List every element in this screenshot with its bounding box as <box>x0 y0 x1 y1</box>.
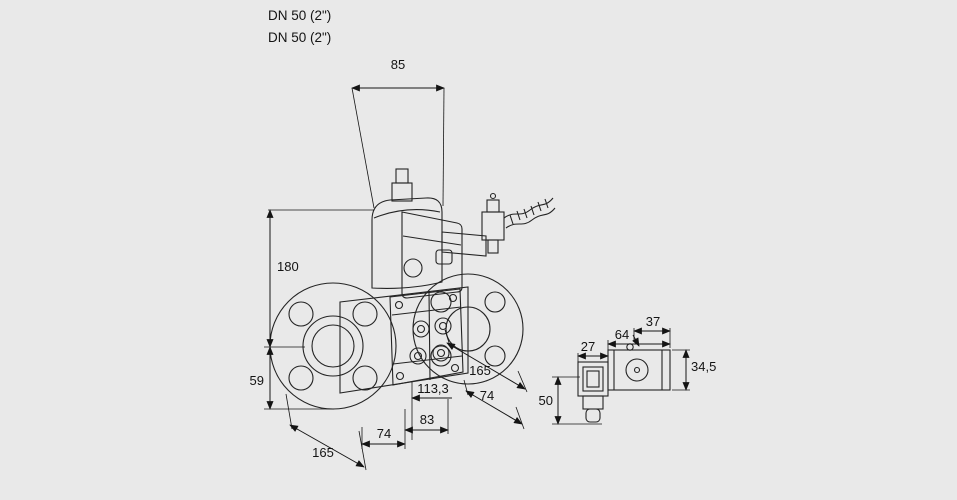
dimension-83: 83 <box>404 399 449 434</box>
dimension-64: 64 <box>607 327 671 350</box>
main-valve-view <box>269 168 556 410</box>
dim-64-label: 64 <box>615 327 629 342</box>
dim-85-label: 85 <box>391 57 405 72</box>
dimension-59: 59 <box>250 346 334 410</box>
dim-50-label: 50 <box>539 393 553 408</box>
dimension-165-left: 165 <box>285 393 367 471</box>
dim-180-label: 180 <box>277 259 299 274</box>
dim-27-label: 27 <box>581 339 595 354</box>
dim-74-left-label: 74 <box>377 426 391 441</box>
dim-59-label: 59 <box>250 373 264 388</box>
actuator <box>371 168 463 299</box>
dimension-165-right: 165 <box>444 329 528 393</box>
dimension-37: 37 <box>633 314 671 348</box>
dimension-27: 27 <box>577 339 609 362</box>
dim-165-left-label: 165 <box>312 445 334 460</box>
dimension-180: 180 <box>264 209 374 348</box>
solenoid-connector <box>441 192 505 257</box>
dim-34-5-label: 34,5 <box>691 359 716 374</box>
dimension-113: 113,3 <box>411 381 452 440</box>
cable <box>503 197 556 229</box>
side-view <box>577 343 671 423</box>
dimension-34-5: 34,5 <box>672 349 716 391</box>
valve-body <box>389 288 464 386</box>
dimension-74-left: 74 <box>361 409 406 449</box>
dn-label-1: DN 50 (2") <box>268 8 331 23</box>
dimension-85: 85 <box>351 57 445 209</box>
dimension-50: 50 <box>539 376 602 425</box>
dim-37-label: 37 <box>646 314 660 329</box>
dim-113-label: 113,3 <box>417 381 449 396</box>
dim-74-right-label: 74 <box>480 388 494 403</box>
dimension-74-right: 74 <box>463 379 525 430</box>
dim-83-label: 83 <box>420 412 434 427</box>
dim-165-right-label: 165 <box>469 363 491 378</box>
dn-label-2: DN 50 (2") <box>268 30 331 45</box>
dn-labels: DN 50 (2") DN 50 (2") <box>268 8 331 45</box>
left-flange <box>269 282 397 410</box>
